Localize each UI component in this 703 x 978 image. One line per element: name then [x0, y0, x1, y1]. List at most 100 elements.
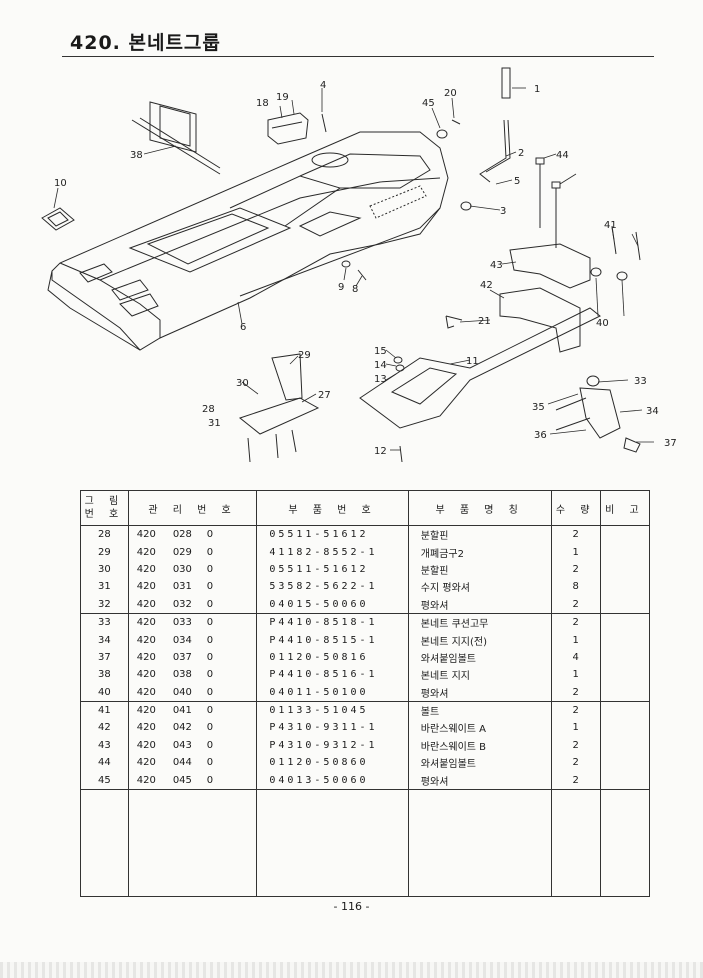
mgmt-group-cell: 420	[136, 757, 156, 769]
callout-label: 38	[130, 150, 143, 161]
callout-label: 5	[514, 176, 520, 187]
mgmt-rev-cell: 0	[206, 598, 214, 610]
mgmt-group-cell: 420	[128, 525, 164, 544]
qty-cell: 2	[551, 525, 601, 544]
callout-label: 33	[634, 376, 647, 387]
callout-label: 6	[240, 322, 246, 333]
mgmt-item-cell: 037	[172, 651, 192, 663]
mgmt-item-cell: 044	[172, 757, 192, 769]
parts-table: 그 림 번 호 관 리 번 호 부 품 번 호 부 품 명 칭 수 량 비 고 …	[80, 490, 650, 897]
table-blank-row	[80, 788, 650, 897]
callout-label: 43	[490, 260, 503, 271]
mgmt-rev-cell: 0	[206, 774, 214, 786]
bonnet-illustration	[47, 131, 449, 351]
callout-label: 10	[54, 178, 67, 189]
qty-cell: 2	[551, 612, 601, 632]
part-no-cell: 01120-50860	[256, 754, 409, 772]
mgmt-rev-cell: 0	[200, 612, 232, 632]
qty-cell: 1	[551, 719, 601, 737]
part-no-cell: P4410-8516-1	[256, 666, 409, 684]
part-no-cell: 04013-50060	[256, 771, 409, 790]
blank-cell	[600, 788, 650, 897]
part-no-cell: P4310-9311-1	[256, 719, 409, 737]
mgmt-group-cell: 420	[136, 774, 156, 786]
callout-label: 40	[596, 318, 609, 329]
callout-label: 18	[256, 98, 269, 109]
mgmt-blank-cell	[231, 525, 258, 544]
part-name-cell: 바란스웨이트 A	[408, 719, 552, 737]
mgmt-rev-cell: 0	[206, 722, 214, 734]
header-note: 비 고	[600, 490, 650, 526]
mgmt-blank-cell	[231, 560, 258, 579]
qty-cell: 2	[551, 736, 601, 755]
callout-label: 30	[236, 378, 249, 389]
part-name-cell: 분할핀	[408, 560, 552, 579]
fig-no-cell: 43	[80, 736, 129, 755]
qty-cell: 4	[551, 648, 601, 667]
mgmt-blank-cell	[231, 578, 258, 596]
part-name-cell: 본네트 지지(전)	[408, 631, 552, 649]
header-qty: 수 량	[551, 490, 601, 526]
part-name-cell: 와셔붙임볼트	[408, 754, 552, 772]
fig-no-cell: 30	[80, 560, 129, 579]
callout-label: 35	[532, 402, 545, 413]
callout-label: 12	[374, 446, 387, 457]
mgmt-rev-cell: 0	[206, 669, 214, 681]
mgmt-group-cell: 420	[136, 598, 156, 610]
mgmt-group-cell: 420	[136, 651, 156, 663]
mgmt-rev-cell: 0	[206, 634, 214, 646]
callout-label: 28	[202, 404, 215, 415]
part-no-cell: 05511-51612	[256, 560, 409, 579]
mgmt-group-cell: 420	[136, 739, 156, 751]
part-name-cell: 본네트 쿠션고무	[408, 612, 552, 632]
qty-cell: 2	[551, 771, 601, 790]
part-no-cell: P4310-9312-1	[256, 736, 409, 755]
qty-cell: 1	[551, 631, 601, 649]
callout-label: 27	[318, 390, 331, 401]
mgmt-blank-cell	[231, 736, 258, 755]
blank-cell	[80, 788, 129, 897]
mgmt-group-cell: 420	[136, 686, 156, 698]
mgmt-item-cell: 040	[172, 686, 192, 698]
callout-label: 41	[604, 220, 617, 231]
mgmt-blank-cell	[231, 595, 258, 614]
note-cell	[600, 525, 650, 544]
part-name-cell: 평와셔	[408, 683, 552, 702]
note-cell	[600, 631, 649, 648]
callout-label: 1	[534, 84, 540, 95]
part-no-cell: 53582-5622-1	[256, 578, 409, 596]
mgmt-group-cell: 420	[136, 581, 156, 593]
fig-no-cell: 45	[80, 771, 129, 790]
part-no-cell: 05511-51612	[256, 525, 409, 544]
callout-label: 45	[422, 98, 435, 109]
mgmt-item-cell: 041	[163, 700, 201, 720]
qty-cell: 2	[551, 700, 601, 720]
part-name-cell: 와셔붙임볼트	[408, 648, 552, 667]
page-number: - 116 -	[333, 900, 370, 913]
mgmt-rev-cell: 0	[206, 563, 214, 575]
qty-cell: 2	[551, 560, 601, 579]
callout-label: 37	[664, 438, 677, 449]
page-title: 420. 본네트그룹	[70, 32, 221, 54]
mgmt-blank-cell	[231, 666, 258, 684]
callout-label: 4	[320, 80, 326, 91]
qty-cell: 2	[551, 683, 601, 702]
callout-label: 34	[646, 406, 659, 417]
header-part-name: 부 품 명 칭	[408, 490, 552, 526]
callout-label: 21	[478, 316, 491, 327]
part-name-cell: 볼트	[408, 700, 552, 720]
note-cell	[600, 649, 649, 666]
mgmt-item-cell: 034	[172, 634, 192, 646]
part-no-cell: P4410-8518-1	[256, 612, 409, 632]
callout-label: 29	[298, 350, 311, 361]
mgmt-blank-cell	[231, 683, 258, 702]
fig-no-cell: 34	[80, 631, 129, 649]
mgmt-group-cell: 420	[136, 722, 156, 734]
fig-no-cell: 32	[80, 595, 129, 614]
part-name-cell: 평와셔	[408, 771, 552, 790]
